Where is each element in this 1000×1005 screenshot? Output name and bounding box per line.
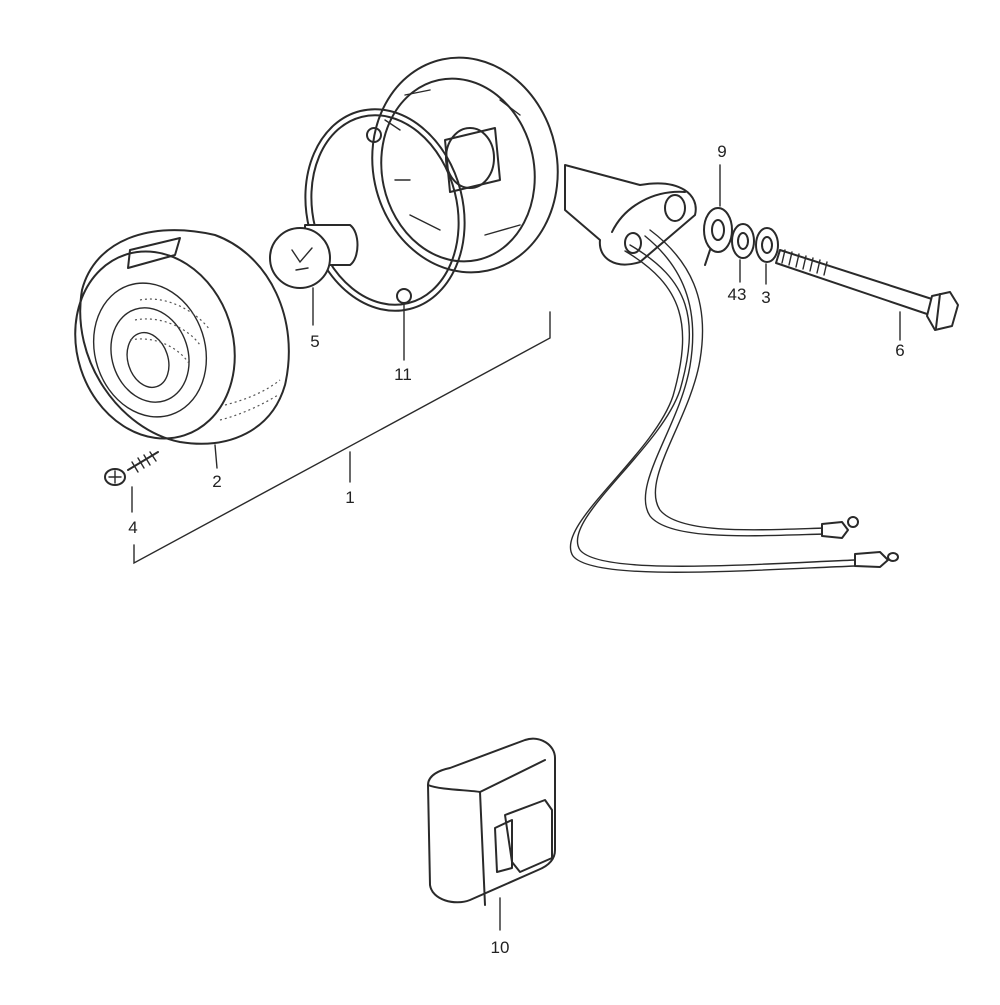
bolt <box>775 249 959 331</box>
ring-terminal <box>703 207 733 266</box>
callout-3: 3 <box>761 288 770 307</box>
lens <box>74 229 290 445</box>
callout-6: 6 <box>895 341 904 360</box>
callout-11: 11 <box>394 365 412 384</box>
callout-9: 9 <box>717 142 726 161</box>
leader-lines <box>131 164 901 931</box>
callout-2: 2 <box>212 472 221 491</box>
screw <box>104 451 159 486</box>
wire-harness <box>569 229 899 573</box>
flasher-relay <box>427 737 556 906</box>
callout-43: 43 <box>728 285 747 304</box>
lamp-housing <box>371 56 697 274</box>
bulb <box>269 224 359 289</box>
callout-5: 5 <box>310 332 319 351</box>
callout-10: 10 <box>491 938 510 957</box>
callout-1: 1 <box>345 488 354 507</box>
callout-4: 4 <box>128 518 137 537</box>
assembly-bracket <box>133 311 551 565</box>
washers <box>731 223 779 263</box>
